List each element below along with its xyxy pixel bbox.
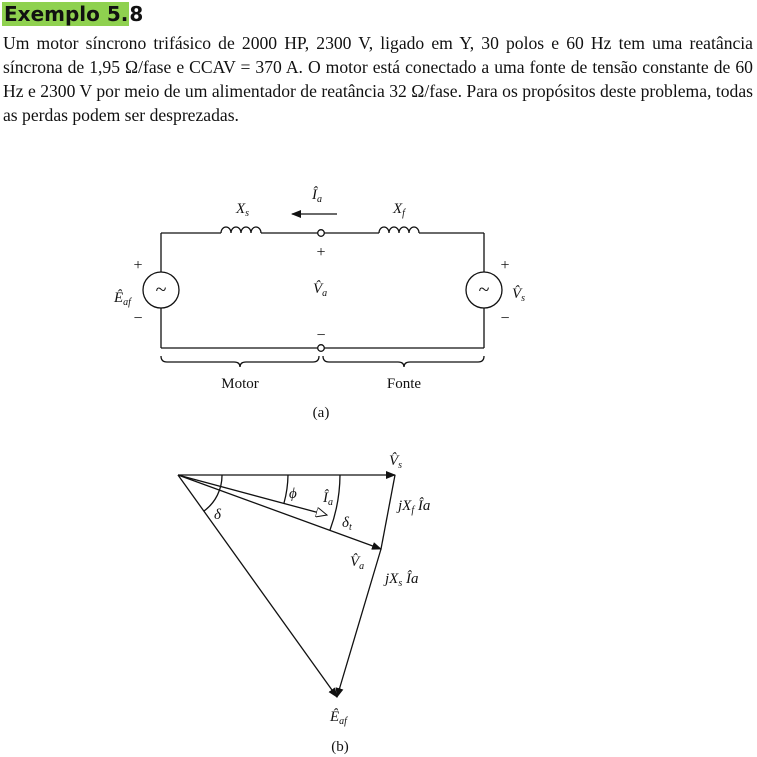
source-vs-tilde: ~ [479, 279, 490, 301]
inductor-xs-icon [220, 226, 262, 234]
example-heading-highlight: Exemplo 5. [2, 2, 130, 26]
label-ia: Îa [311, 186, 322, 205]
problem-line-3: tensão constante de 60 Hz e 2300 V por m… [3, 57, 753, 101]
label-vs-minus: − [500, 310, 509, 327]
problem-statement: Um motor síncrono trifásico de 2000 HP, … [3, 31, 753, 127]
circuit-diagram [142, 210, 503, 368]
label-xf: Xf [392, 201, 406, 219]
label-eaf-minus: − [133, 310, 142, 327]
label-eaf-plus: + [133, 257, 142, 274]
phasor-label-va: V̂a [350, 554, 364, 572]
problem-line-4: os propósitos deste problema, todas as p… [3, 81, 753, 125]
source-eaf-tilde: ~ [156, 279, 167, 301]
terminal-top [317, 229, 325, 237]
phasor-jxf-ia [380, 474, 396, 550]
label-vs: V̂s [512, 286, 525, 304]
phasor-label-delta-t: δt [342, 515, 352, 533]
phasor-labels: V̂s ϕ Îa δ δt jXf Îa V̂a jXs Îa Êaf (b) [214, 453, 430, 755]
label-vs-plus: + [500, 257, 509, 274]
label-motor: Motor [221, 376, 259, 392]
angle-phi-arc [283, 474, 289, 504]
label-va-plus: + [316, 244, 325, 261]
label-xs: Xs [235, 201, 249, 219]
inductor-xf-icon [378, 226, 420, 234]
phasor-label-jxf-ia: jXf Îa [396, 497, 430, 516]
angle-delta-arc [203, 474, 223, 512]
example-heading: Exemplo 5.8 [2, 2, 143, 26]
terminal-bottom [317, 344, 325, 352]
label-fonte: Fonte [387, 376, 422, 392]
fonte-brace [322, 355, 485, 368]
phasor-ia-arrow [177, 474, 327, 515]
caption-a: (a) [313, 405, 330, 421]
phasor-label-eaf: Êaf [329, 708, 348, 727]
angle-delta-t-arc [329, 474, 341, 531]
phasor-jxs-ia [335, 548, 382, 698]
phasor-va-arrow [177, 474, 382, 550]
phasor-diagram [177, 471, 396, 698]
example-heading-number: 8 [129, 2, 144, 26]
circuit-labels: ~ ~ Xs Xf Îa + V̂a − + Êaf − + V̂s − Mot… [113, 186, 525, 421]
motor-brace [160, 355, 320, 368]
problem-line-2: reatância síncrona de 1,95 Ω/fase e CCAV… [3, 33, 753, 77]
phasor-label-phi: ϕ [289, 486, 297, 502]
label-eaf: Êaf [113, 289, 132, 308]
problem-line-1: Um motor síncrono trifásico de 2000 HP, … [3, 33, 683, 53]
phasor-label-delta: δ [214, 507, 222, 523]
phasor-label-ia: Îa [322, 489, 333, 508]
caption-b: (b) [331, 739, 349, 755]
phasor-eaf-arrow [177, 474, 338, 698]
label-va-minus: − [316, 327, 325, 344]
phasor-label-vs: V̂s [389, 453, 402, 471]
label-va: V̂a [313, 281, 327, 299]
phasor-label-jxs-ia: jXs Îa [383, 570, 419, 589]
